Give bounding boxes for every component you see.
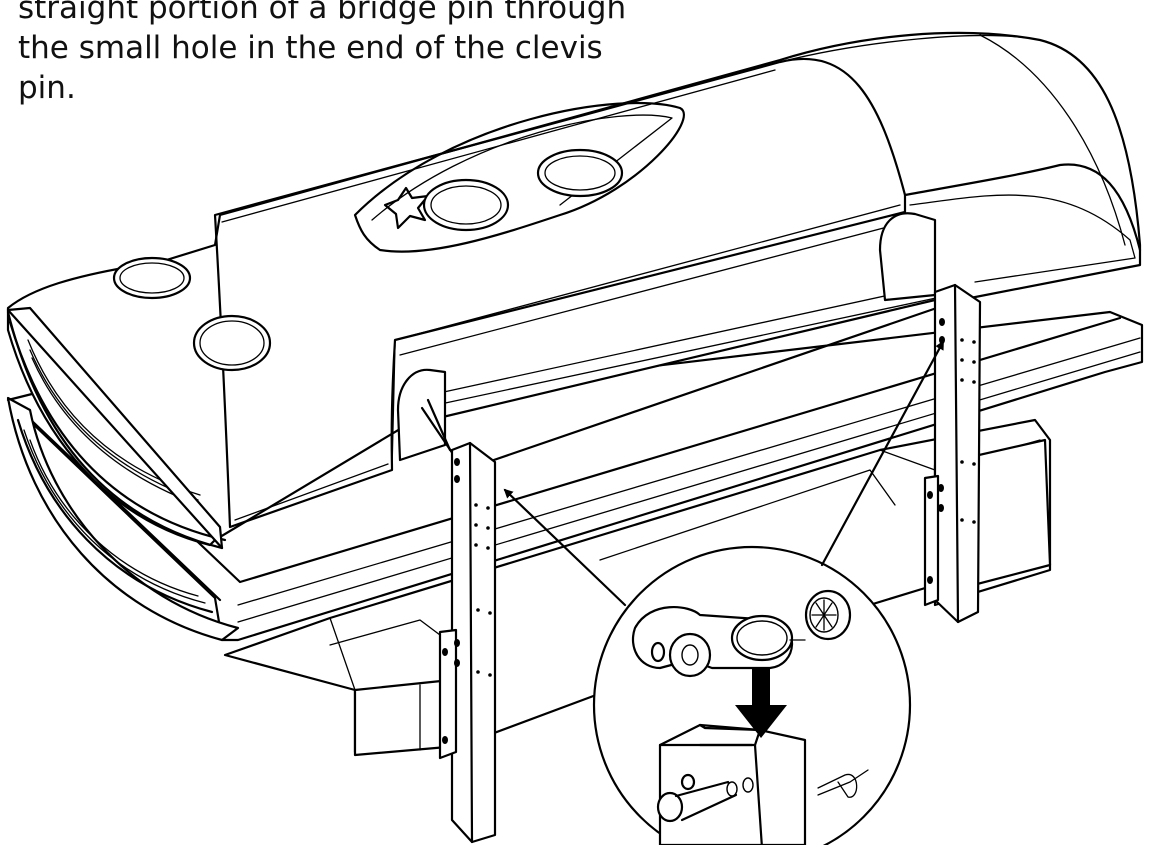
lower-acrylic [6, 396, 240, 642]
hinge-cutouts [396, 212, 962, 464]
arrow-to-left-post [503, 488, 627, 607]
canopy [6, 31, 1142, 550]
instruction-line-3: pin. [18, 70, 76, 106]
arrow-to-right-post [820, 340, 945, 567]
left-post [438, 441, 497, 844]
canopy-vents [112, 101, 685, 372]
instruction-line-1: straight portion of a bridge pin through [18, 0, 627, 26]
right-post [923, 283, 982, 624]
instruction-line-2: the small hole in the end of the clevis [18, 30, 603, 66]
arrow-down [735, 668, 787, 738]
instruction-text: straight portion of a bridge pin through… [18, 0, 627, 108]
